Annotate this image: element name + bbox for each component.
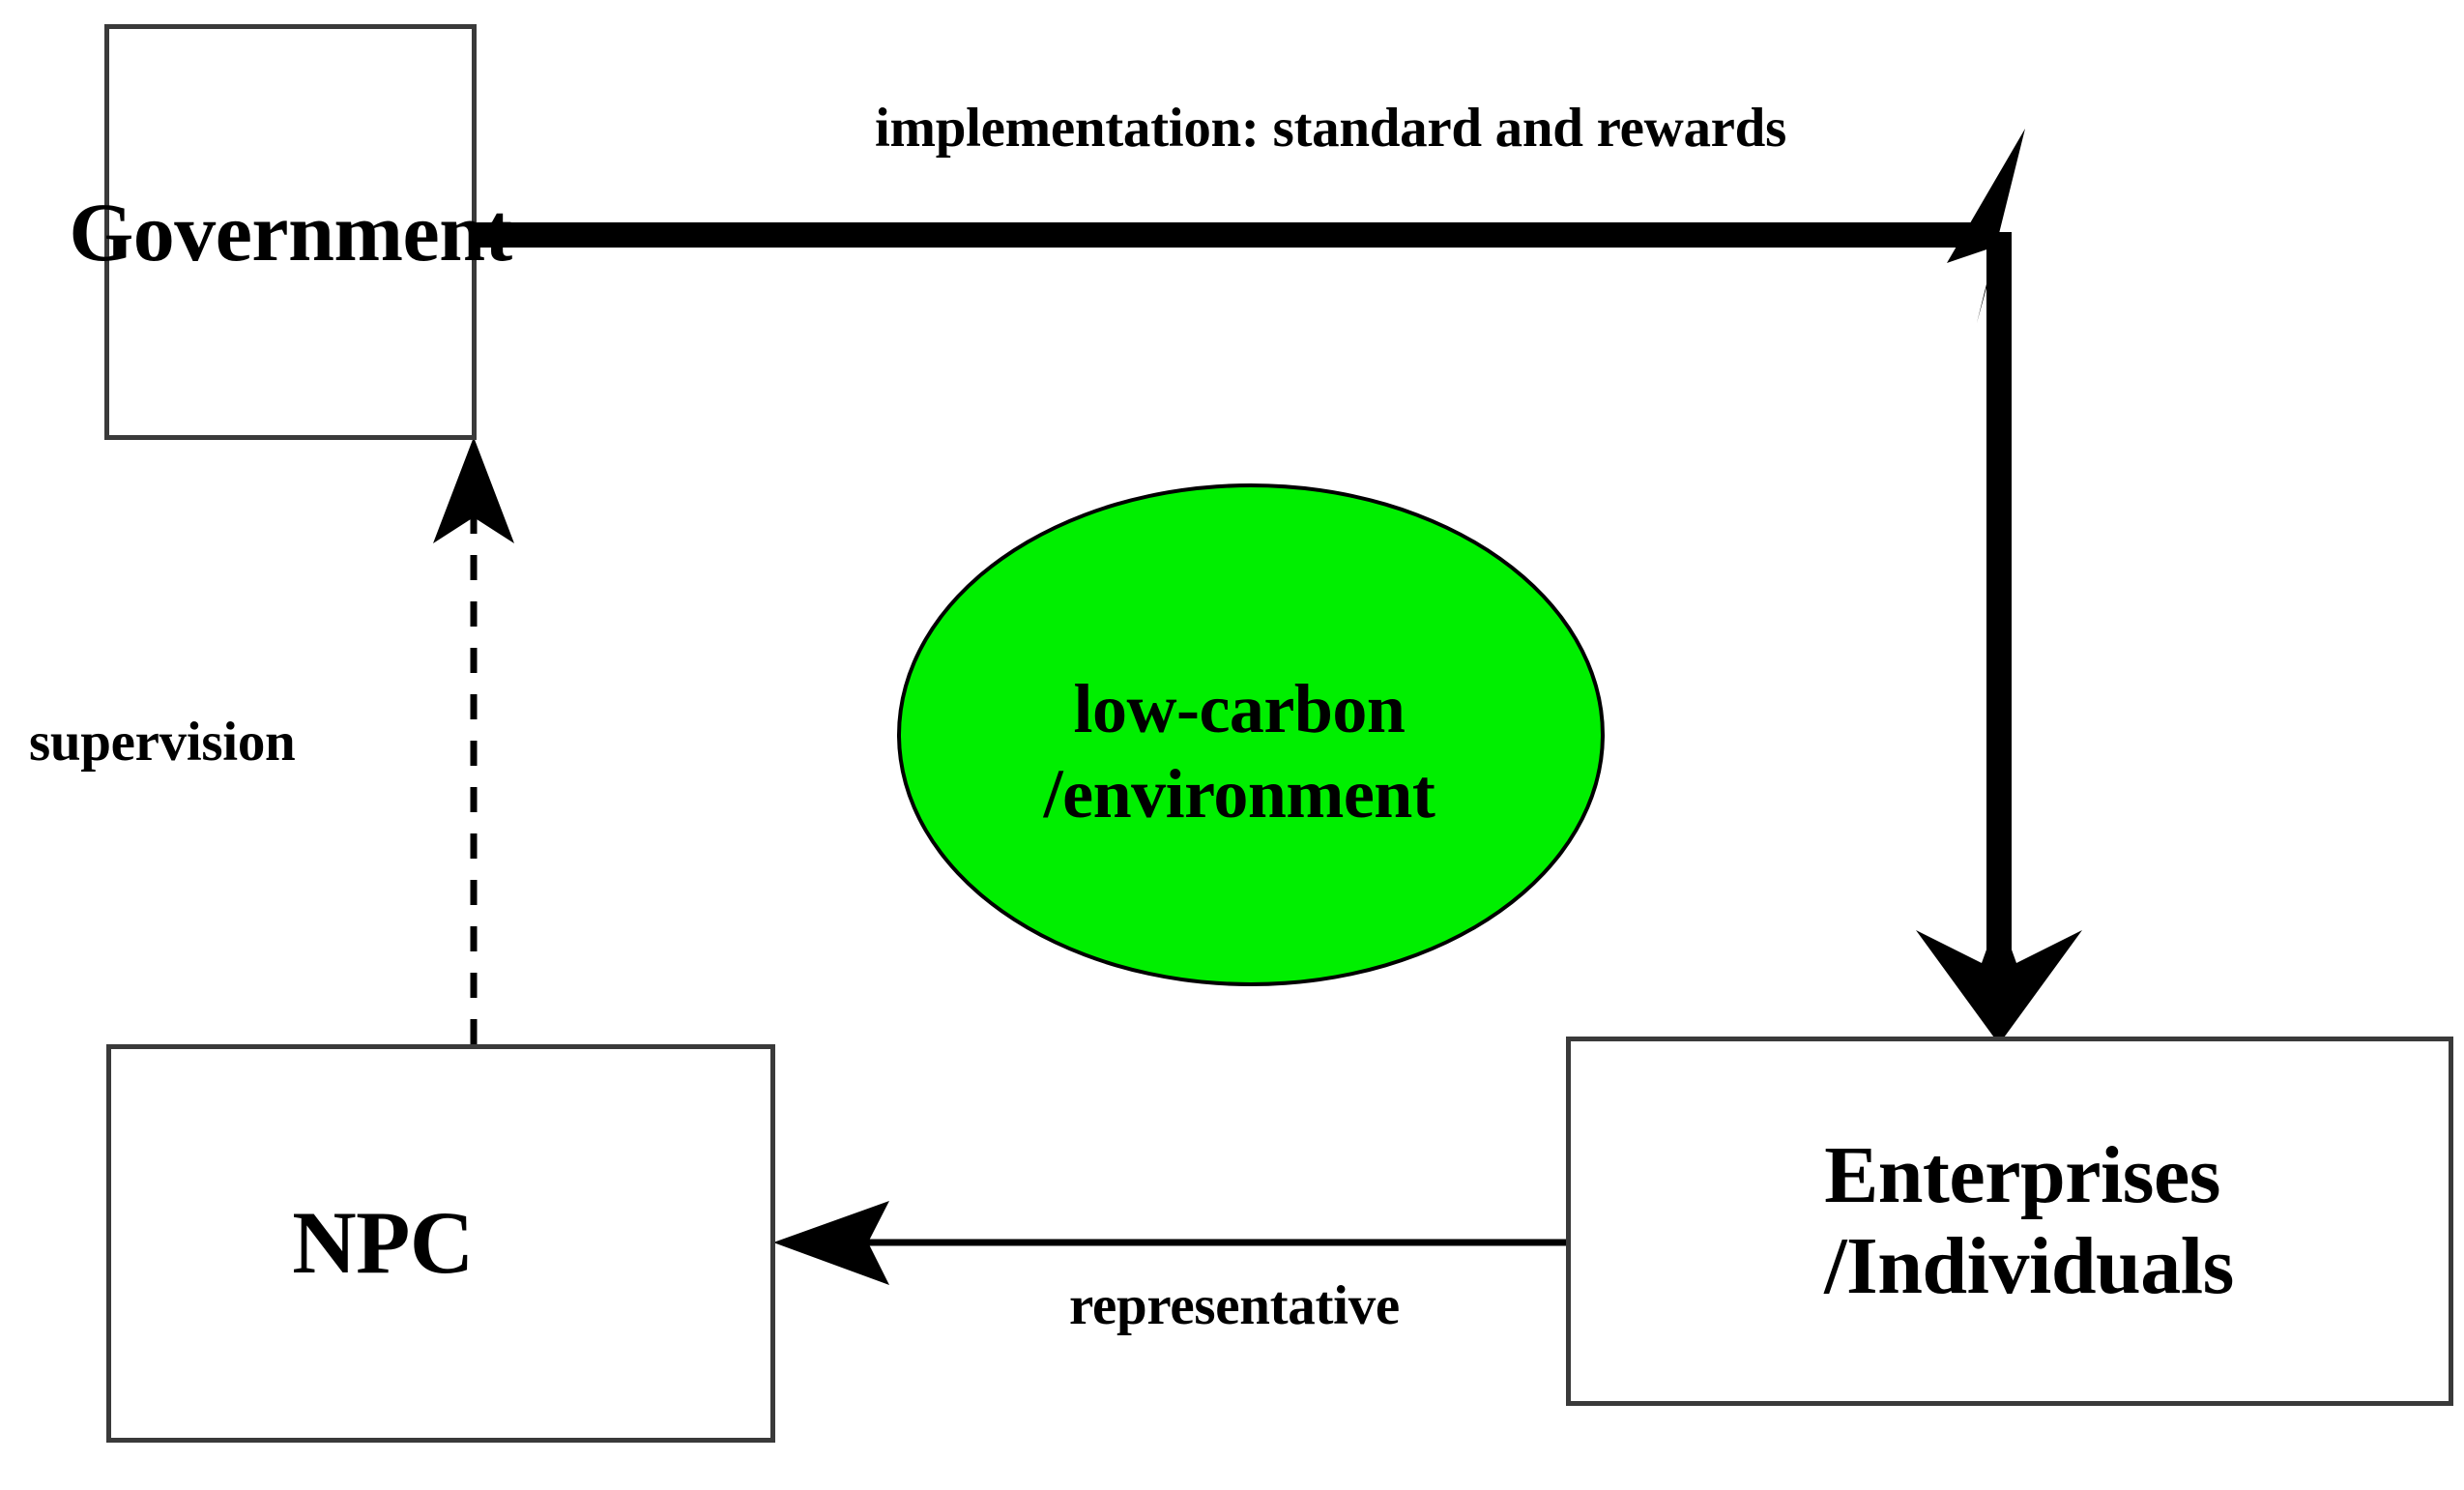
node-enterprises[interactable]: Enterprises /Individuals bbox=[1566, 1037, 2453, 1406]
node-lowcarbon-label-line2: /environment bbox=[1043, 755, 1435, 833]
node-npc[interactable]: NPC bbox=[106, 1044, 775, 1443]
node-government[interactable]: Government bbox=[69, 24, 512, 440]
arrowhead-corner-upright bbox=[1947, 129, 2025, 323]
edge-label-implementation: implementation: standard and rewards bbox=[875, 98, 1786, 159]
node-lowcarbon-ellipse[interactable]: low-carbon /environment bbox=[897, 483, 1605, 986]
edge-government-to-enterprises bbox=[477, 129, 2082, 1044]
node-enterprises-label-line1: Enterprises bbox=[1824, 1129, 2220, 1220]
node-enterprises-label-line2: /Individuals bbox=[1824, 1221, 2234, 1311]
node-government-label: Government bbox=[69, 185, 512, 278]
arrowhead-down-enterprises bbox=[1916, 915, 2082, 1044]
arrowhead-up-government bbox=[433, 437, 514, 543]
edge-enterprises-to-npc bbox=[773, 1201, 1566, 1285]
edge-label-representative: representative bbox=[1069, 1275, 1400, 1336]
arrowhead-left-npc bbox=[773, 1201, 889, 1285]
node-lowcarbon-label: low-carbon /environment bbox=[1044, 667, 1435, 837]
node-enterprises-label: Enterprises /Individuals bbox=[1824, 1130, 2234, 1312]
node-npc-label: NPC bbox=[292, 1193, 474, 1293]
edge-npc-to-government bbox=[433, 437, 514, 1044]
edge-label-supervision: supervision bbox=[29, 712, 296, 773]
node-lowcarbon-label-line1: low-carbon bbox=[1073, 670, 1406, 748]
